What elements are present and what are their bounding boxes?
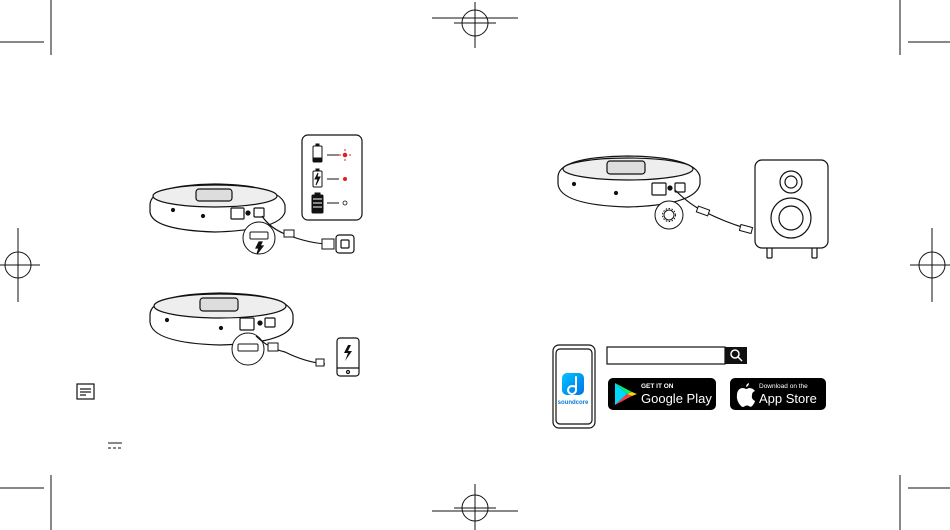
app-store-badge[interactable]: Download on the App Store bbox=[730, 378, 826, 410]
battery-empty-icon bbox=[313, 144, 322, 162]
speaker-aux-illustration bbox=[558, 156, 700, 207]
app-store-bottom-text: App Store bbox=[759, 391, 817, 406]
led-solid-red bbox=[343, 177, 347, 181]
smartphone-illustration bbox=[337, 338, 359, 376]
google-play-top-text: GET IT ON bbox=[641, 383, 674, 390]
google-play-bottom-text: Google Play bbox=[641, 391, 712, 406]
usb-port-zoom bbox=[232, 333, 264, 365]
dc-symbol-icon bbox=[108, 443, 122, 448]
usb-a-plug bbox=[322, 239, 334, 249]
led-off bbox=[343, 201, 347, 205]
battery-charging-icon bbox=[313, 169, 322, 187]
aux-plug bbox=[739, 225, 752, 234]
battery-full-icon bbox=[312, 193, 323, 213]
speaker-powerbank-illustration bbox=[150, 293, 293, 345]
external-speaker-illustration bbox=[755, 160, 828, 258]
usb-c-plug bbox=[316, 359, 324, 366]
aux-plug bbox=[696, 206, 709, 216]
search-bar[interactable] bbox=[607, 347, 747, 364]
usb-c-plug bbox=[284, 230, 294, 237]
app-name-label: soundcore bbox=[558, 400, 589, 406]
app-store-top-text: Download on the bbox=[759, 383, 808, 390]
battery-led-panel bbox=[302, 135, 362, 220]
google-play-badge[interactable]: GET IT ON Google Play bbox=[608, 378, 716, 410]
soundcore-app-icon bbox=[562, 373, 584, 395]
usb-a-plug bbox=[268, 343, 278, 351]
note-icon bbox=[77, 384, 94, 399]
aux-port-icon bbox=[655, 201, 683, 229]
wall-adapter bbox=[336, 235, 354, 253]
